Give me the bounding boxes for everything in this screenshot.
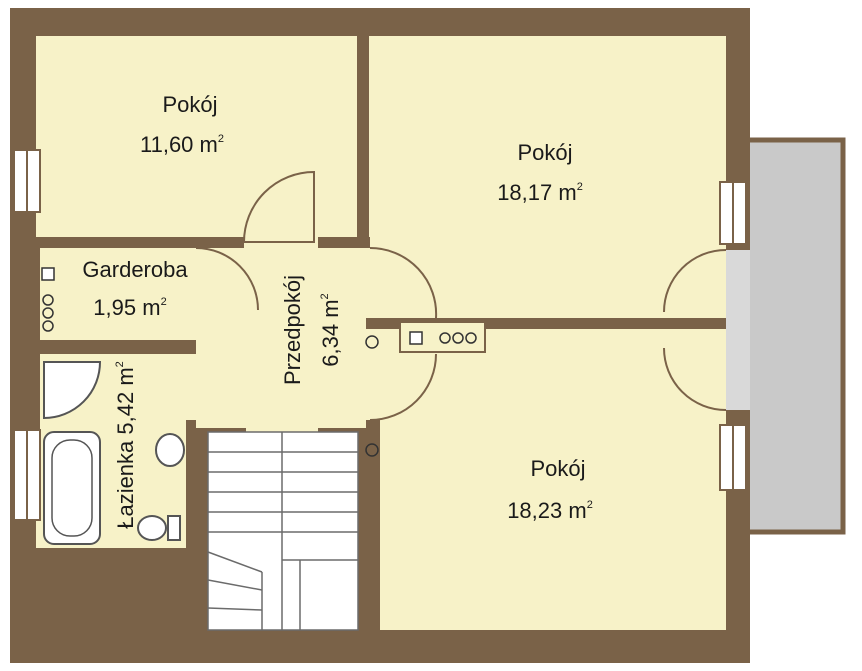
stair-steps [207, 432, 358, 630]
staircase [207, 431, 359, 631]
window-left-top [13, 149, 41, 213]
wall-top-left-bottom-b [318, 237, 370, 248]
window-right-bottom [719, 424, 747, 491]
vent-square [409, 331, 423, 345]
wall-garderoba-bottom [36, 340, 196, 354]
room-label-przedpokoj: Przedpokój 6,34 m2 [280, 275, 343, 385]
wall-top-left-bottom [36, 237, 244, 248]
door-swing-right-bottom [369, 353, 437, 421]
garderoba-floor [40, 248, 196, 340]
room-area-bottom-right: 18,23 m2 [507, 498, 593, 523]
shelf-square [41, 267, 55, 281]
vent-icon [365, 335, 379, 349]
room-name-garderoba: Garderoba [82, 257, 188, 282]
shelf-circle-2 [42, 307, 54, 319]
room-label-lazienka: Łazienka 5,42 m2 [113, 361, 138, 529]
toilet-icon [137, 515, 167, 541]
room-name-przedpokoj: Przedpokój [280, 275, 305, 385]
vent-icon-3 [439, 332, 451, 344]
room-area-garderoba: 1,95 m2 [93, 295, 166, 320]
vent-icon-5 [465, 332, 477, 344]
balcony [742, 137, 846, 535]
room-name-top-right: Pokój [517, 140, 572, 165]
door-swing-balcony-bottom [663, 347, 727, 411]
wall-stair-right [358, 425, 380, 630]
wall-bath-right [186, 425, 208, 630]
toilet-tank [167, 515, 181, 541]
vent-block [399, 321, 486, 353]
shower-icon [43, 361, 102, 420]
room-name-lazienka: Łazienka 5,42 m2 [113, 361, 138, 529]
window-right-top [719, 181, 747, 245]
door-swing-top-left-room [242, 170, 315, 243]
sink-icon [155, 433, 185, 467]
room-area-top-right: 18,17 m2 [497, 180, 583, 205]
room-area-top-left: 11,60 m2 [140, 132, 224, 157]
wall-mid-horizontal [366, 318, 736, 329]
door-swing-right-top [369, 246, 438, 319]
room-name-bottom-right: Pokój [530, 456, 585, 481]
shelf-circle-3 [42, 320, 54, 332]
window-left-bottom [13, 429, 41, 521]
floor-area-lower-right [380, 330, 726, 630]
balcony-opening [726, 250, 750, 410]
door-swing-balcony-top [663, 249, 727, 313]
shelf-circle-1 [42, 294, 54, 306]
wall-vertical-center [357, 36, 369, 248]
hallway-floor [196, 248, 366, 428]
vent-icon-2 [365, 443, 379, 457]
room-area-przedpokoj: 6,34 m2 [318, 293, 343, 366]
vent-icon-4 [452, 332, 464, 344]
wall-bath-bottom [36, 548, 194, 562]
bathtub-inner [51, 439, 93, 537]
room-name-top-left: Pokój [162, 92, 217, 117]
door-swing-garderoba [195, 247, 259, 311]
